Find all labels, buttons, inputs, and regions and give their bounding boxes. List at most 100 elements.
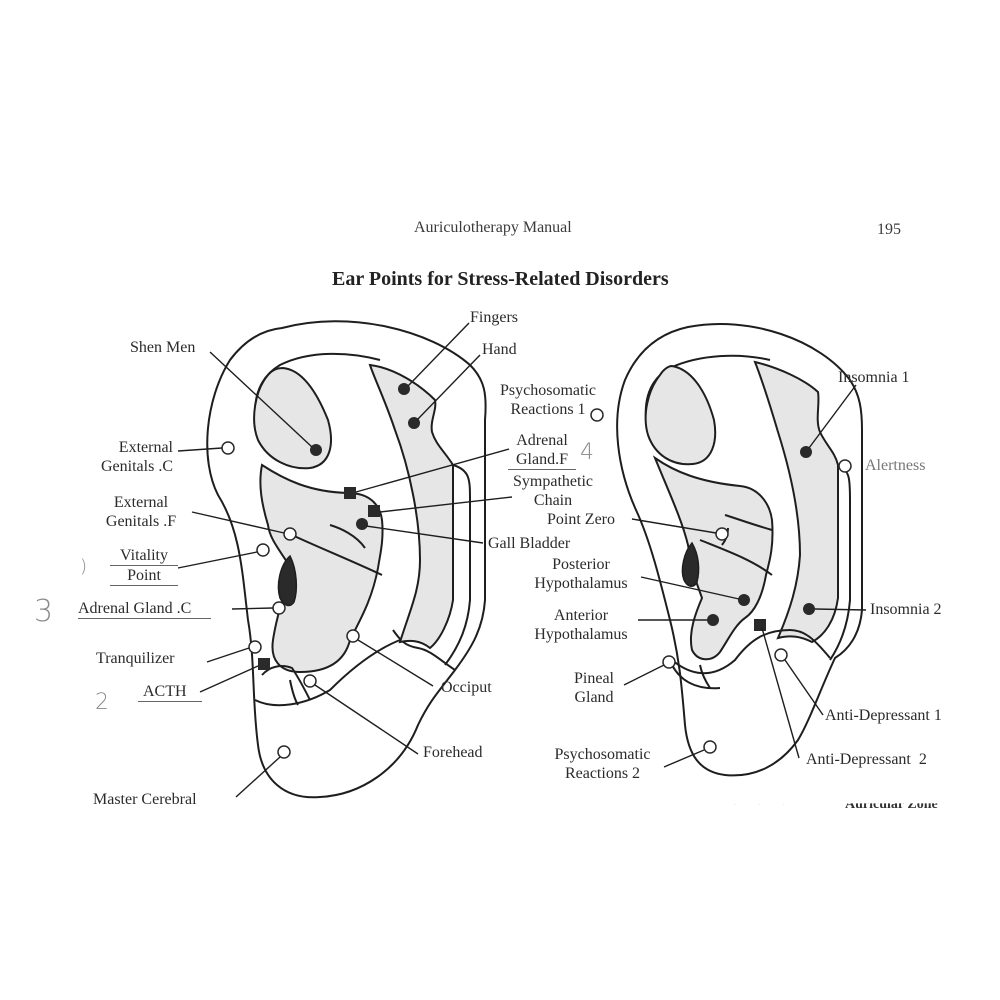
- point-sympathetic-chain[interactable]: [368, 505, 380, 517]
- leader-gall-bladder: [365, 525, 484, 544]
- leader-anti-depressant-2: [761, 627, 800, 759]
- leader-occiput: [357, 639, 434, 687]
- figure-title: Ear Points for Stress-Related Disorders: [332, 268, 669, 290]
- left-concha-divider-2: [329, 524, 366, 549]
- left-lobe-line-2: [289, 679, 299, 706]
- label-anti-depressant-1: Anti-Depressant 1: [825, 707, 942, 724]
- point-anti-depressant-2[interactable]: [754, 619, 766, 631]
- footer-cut-text: Auricular Zone: [845, 797, 938, 812]
- leader-fingers: [407, 322, 470, 387]
- left-tragus-notch: [277, 554, 298, 607]
- label-adrenal-gland-f: Adrenal Gland.F: [508, 431, 576, 470]
- label-acth: ACTH: [138, 682, 202, 702]
- point-external-genitals-c[interactable]: [221, 441, 235, 455]
- point-fingers[interactable]: [398, 383, 410, 395]
- right-lobe-line-2: [699, 664, 711, 689]
- right-scapha-zone: [753, 360, 839, 644]
- label-point-zero: Point Zero: [547, 511, 615, 528]
- label-vitality-point: Vitality Point: [110, 546, 178, 586]
- label-external-genitals-c-line2: Genitals .C: [101, 458, 173, 475]
- point-insomnia-2[interactable]: [803, 603, 815, 615]
- running-head: Auriculotherapy Manual: [414, 219, 572, 236]
- point-posterior-hypothalamus[interactable]: [738, 594, 750, 606]
- leader-sympathetic-chain: [379, 496, 513, 513]
- label-hand: Hand: [482, 341, 517, 358]
- point-occiput[interactable]: [346, 629, 360, 643]
- label-sympathetic-chain-line1: Sympathetic: [513, 473, 593, 490]
- leader-acth: [199, 665, 259, 693]
- point-shen-men[interactable]: [310, 444, 322, 456]
- leader-tranquilizer: [206, 647, 250, 663]
- leader-adrenal-gland-c: [231, 607, 274, 610]
- label-posterior-hypothalamus-line1: Posterior: [552, 556, 610, 573]
- label-external-genitals-c: External Genitals .C: [88, 438, 173, 476]
- point-gall-bladder[interactable]: [356, 518, 368, 530]
- point-forehead[interactable]: [303, 674, 317, 688]
- point-pineal-gland[interactable]: [662, 655, 676, 669]
- point-point-zero[interactable]: [715, 527, 729, 541]
- point-adrenal-gland-c[interactable]: [272, 601, 286, 615]
- leader-shen-men: [209, 351, 313, 448]
- label-vitality-point-line2: Point: [110, 566, 178, 586]
- point-vitality[interactable]: [256, 543, 270, 557]
- label-tranquilizer: Tranquilizer: [96, 650, 175, 667]
- right-ear-points: [590, 408, 852, 754]
- point-adrenal-gland-f[interactable]: [344, 487, 356, 499]
- point-master-cerebral[interactable]: [277, 745, 291, 759]
- right-triangular-fossa-zone: [644, 364, 717, 466]
- leader-hand: [416, 354, 481, 421]
- label-occiput: Occiput: [441, 679, 492, 696]
- label-psychosomatic-reactions-1-line1: Psychosomatic: [500, 382, 596, 399]
- label-anterior-hypothalamus-line1: Anterior: [553, 607, 609, 624]
- label-anterior-hypothalamus: Anterior Hypothalamus: [522, 606, 640, 644]
- page-number: 195: [877, 221, 901, 238]
- label-insomnia-1: Insomnia 1: [838, 369, 910, 386]
- footer-cut-text-left: · · ·: [733, 797, 795, 812]
- label-psychosomatic-reactions-2-line2: Reactions 2: [564, 765, 641, 782]
- label-insomnia-2: Insomnia 2: [870, 601, 942, 618]
- right-concha-divider-2: [724, 514, 773, 531]
- label-sympathetic-chain-line2: Chain: [533, 492, 573, 509]
- label-vitality-point-line1: Vitality: [110, 546, 178, 566]
- left-helix-inner-line: [392, 629, 456, 671]
- leader-posterior-hypothalamus: [640, 576, 740, 600]
- leader-insomnia-1: [808, 384, 857, 449]
- left-concha-divider-1: [291, 534, 383, 576]
- label-anti-depressant-2: Anti-Depressant 2: [806, 751, 927, 768]
- point-anterior-hypothalamus[interactable]: [707, 614, 719, 626]
- handwritten-mark-acth: 2: [95, 690, 109, 715]
- left-ear: [206, 320, 487, 799]
- right-antitragus-line: [671, 664, 721, 690]
- leader-master-cerebral: [235, 756, 281, 798]
- left-scapha-zone: [368, 363, 454, 650]
- point-anti-depressant-1[interactable]: [774, 648, 788, 662]
- label-sympathetic-chain: Sympathetic Chain: [503, 472, 603, 510]
- label-fingers: Fingers: [470, 309, 518, 326]
- point-acth[interactable]: [258, 658, 270, 670]
- label-adrenal-gland-f-line2: Gland.F: [508, 450, 576, 470]
- label-external-genitals-c-line1: External: [118, 439, 173, 456]
- leader-vitality: [177, 551, 258, 569]
- point-tranquilizer[interactable]: [248, 640, 262, 654]
- point-insomnia-1[interactable]: [800, 446, 812, 458]
- leader-lines: [177, 322, 867, 798]
- handwritten-mark-vitality: ): [80, 556, 88, 577]
- point-psychosomatic-reactions-1[interactable]: [590, 408, 604, 422]
- leader-anti-depressant-1: [784, 659, 824, 716]
- label-external-genitals-f: External Genitals .F: [96, 493, 186, 531]
- leader-insomnia-2: [814, 608, 867, 611]
- point-external-genitals-f[interactable]: [283, 527, 297, 541]
- leader-psychosomatic-reactions-2: [663, 749, 705, 768]
- label-posterior-hypothalamus-line2: Hypothalamus: [534, 575, 628, 592]
- label-psychosomatic-reactions-2: Psychosomatic Reactions 2: [540, 745, 665, 783]
- point-alertness[interactable]: [838, 459, 852, 473]
- label-shen-men: Shen Men: [130, 339, 196, 356]
- label-pineal-gland-line2: Gland: [574, 689, 614, 706]
- left-triangular-fossa-zone: [253, 366, 332, 470]
- right-ear-outer-outline: [616, 323, 863, 777]
- point-psychosomatic-reactions-2[interactable]: [703, 740, 717, 754]
- right-concha-divider-1: [699, 539, 773, 576]
- right-ear: [616, 323, 863, 777]
- right-tragus-notch: [681, 541, 700, 587]
- label-gall-bladder: Gall Bladder: [488, 535, 571, 552]
